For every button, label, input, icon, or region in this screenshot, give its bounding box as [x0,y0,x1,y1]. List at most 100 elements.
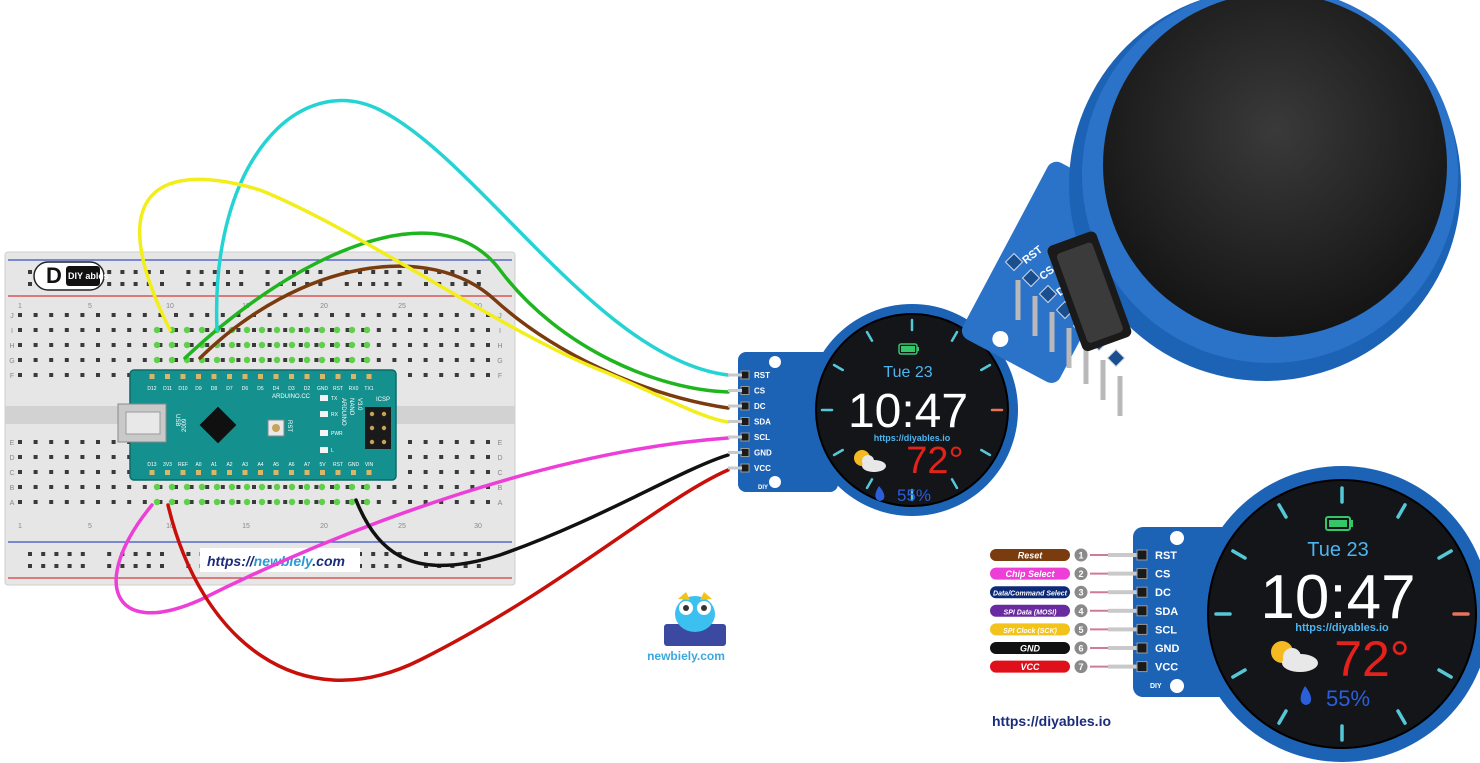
breadboard-hole [127,343,132,347]
rail-hole [212,270,217,274]
display-pin-label: GND [1155,643,1180,655]
breadboard-hole [423,470,428,474]
breadboard-hole [111,455,116,459]
breadboard-hole [174,328,178,332]
arduino-pin-label: D12 [147,386,156,392]
arduino-pin [273,470,279,475]
breadboard-hole [454,470,459,474]
connected-hole [348,356,356,364]
large-brand: DIY [1150,683,1162,690]
breadboard-hole [330,358,334,362]
breadboard-hole [127,485,132,489]
logo-text: DIY ables [68,271,108,281]
rail-hole [450,552,455,556]
arduino-pin [149,374,155,379]
breadboard-hole [142,313,147,317]
breadboard-hole [158,500,163,504]
breadboard-hole [174,500,178,504]
connected-hole [363,356,371,364]
connected-hole [288,326,296,334]
wire-vcc [166,468,730,682]
arduino-pin-label: D3 [288,386,295,392]
breadboard-hole [189,343,194,347]
rail-hole [463,270,468,274]
connected-hole [243,341,251,349]
breadboard-hole [142,343,147,347]
connected-hole [273,498,281,506]
rail-hole [371,270,376,274]
breadboard-hole [80,358,85,362]
breadboard-hole [330,500,334,504]
breadboard-hole [392,500,397,504]
connected-hole [363,483,371,491]
pinout-number: 3 [1078,588,1083,598]
connected-hole [273,356,281,364]
breadboard-hole [64,440,69,444]
large-day: Tue 23 [1307,539,1369,561]
display-pin-leg [728,404,742,408]
breadboard-hole [64,485,69,489]
breadboard-hole [252,358,256,362]
display-pin [1136,623,1148,635]
connected-hole [168,341,176,349]
connected-hole [198,483,206,491]
connected-hole [183,326,191,334]
led-l-label: L [331,448,334,454]
led-rx-label: RX [331,412,339,418]
rail-hole [54,564,59,568]
breadboard-hole [111,343,116,347]
connected-hole [303,356,311,364]
rail-hole [437,552,442,556]
display-pin-leg [1108,664,1138,669]
breadboard-hole [314,500,319,504]
rail-hole [107,282,112,286]
arduino-pin [351,470,356,475]
row-letter: C [9,470,14,477]
rail-hole [371,552,376,556]
display-pin-leg [1108,627,1138,632]
breadboard-hole [486,500,490,504]
connected-hole [303,483,311,491]
url-prefix: https:// [207,553,256,569]
led-tx-label: TX [331,396,338,402]
breadboard-hole [80,455,85,459]
arduino-pin [180,470,186,475]
breadboard-hole [127,328,132,332]
svg-text:D: D [46,263,62,288]
breadboard-hole [220,328,225,332]
breadboard-hole [345,358,350,362]
rail-hole [318,270,323,274]
row-letter: E [10,440,15,447]
rail-hole [41,552,46,556]
connected-hole [288,498,296,506]
breadboard-hole [267,343,272,347]
connected-hole [153,356,161,364]
breadboard-hole [127,455,132,459]
breadboard-hole [345,485,350,489]
breadboard-hole [80,440,85,444]
breadboard-hole [205,358,210,362]
rail-hole [41,564,46,568]
breadboard-hole [408,500,412,504]
display-pin-leg [728,373,742,377]
arduino-year: 2009 [182,418,188,432]
arduino-pin-label: GND [348,462,360,468]
breadboard-hole [454,455,459,459]
connected-hole [243,356,251,364]
breadboard-hole [80,313,85,317]
arduino-pin [258,374,263,379]
display-pin-label: VCC [1155,662,1178,674]
url-suffix: .com [312,553,345,569]
pinout-label: SPI Data (MOSI) [1004,609,1058,616]
rail-hole [186,552,191,556]
breadboard-hole [80,485,85,489]
breadboard-hole [49,485,54,489]
breadboard-hole [127,313,132,317]
module-pin [1038,284,1058,304]
breadboard-hole [298,328,303,332]
breadboard-hole [189,358,194,362]
clock-tick [865,478,874,490]
breadboard-hole [345,313,350,317]
connected-hole [228,498,236,506]
pinout-label: Chip Select [1005,569,1055,579]
